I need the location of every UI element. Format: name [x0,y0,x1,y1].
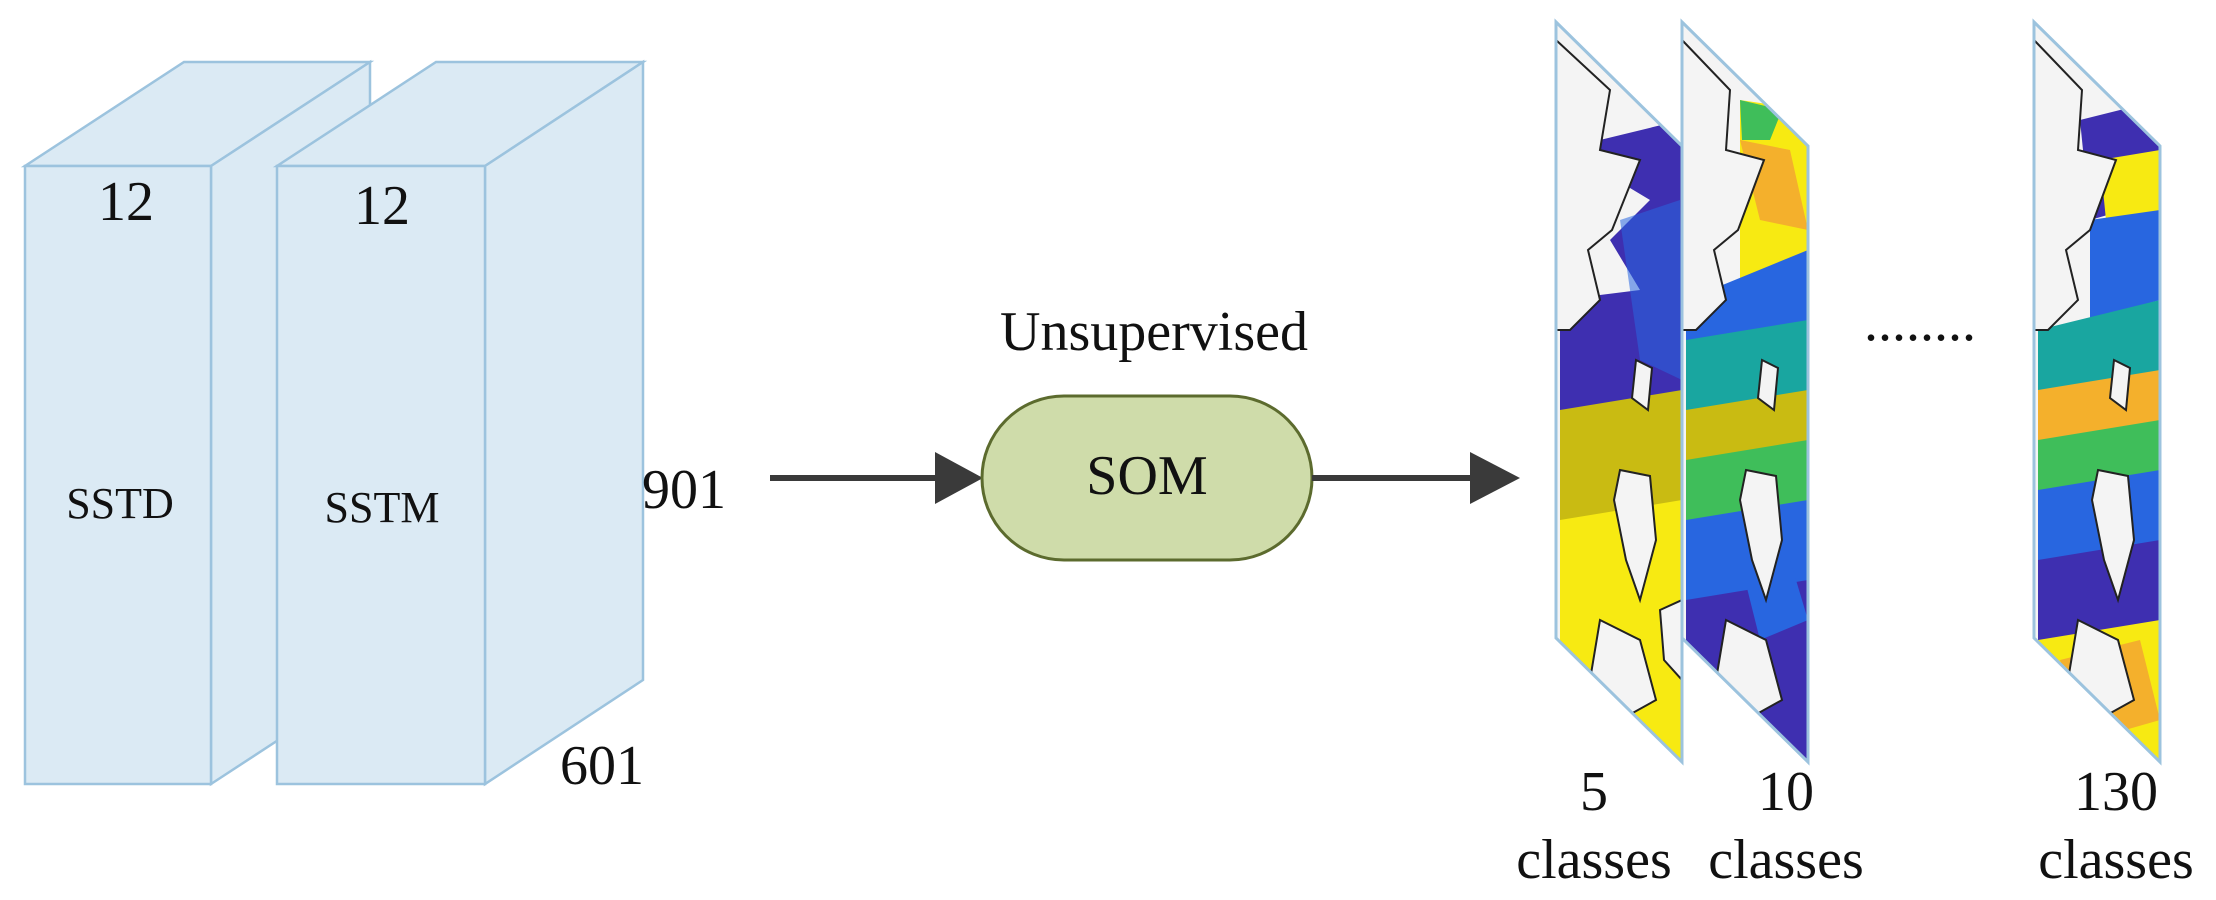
block-sstd-name: SSTD [66,479,174,528]
dimension-height-label: 901 [642,459,726,521]
map-130-unit: classes [2038,829,2194,891]
classification-map-10: 10 classes [1680,18,1864,891]
block-sstm-front [275,164,487,786]
map-10-frame [1680,18,1810,766]
map-5-unit: classes [1516,829,1672,891]
map-130-count: 130 [2074,761,2158,823]
map-5-count: 5 [1580,761,1608,823]
map-10-unit: classes [1708,829,1864,891]
block-sstm-name: SSTM [325,483,440,532]
arrow-input-to-som-head [935,452,983,504]
input-block-sstm: 12 SSTM [272,59,648,787]
classification-map-5: 5 classes [1516,18,1684,891]
arrow-som-to-maps-head [1470,452,1520,504]
block-sstd-depth-label: 12 [98,171,154,233]
map-10-count: 10 [1758,761,1814,823]
map-130-frame [2032,18,2162,766]
map-5-frame [1554,18,1684,766]
som-node-label: SOM [1086,445,1207,507]
ellipsis: ........ [1864,291,1976,353]
block-sstd-front [23,164,213,786]
dimension-width-label: 601 [560,735,644,797]
block-sstm-depth-label: 12 [354,175,410,237]
method-label: Unsupervised [1000,301,1308,363]
classification-map-130: 130 classes [2032,18,2194,891]
block-sstm-side [483,59,645,787]
